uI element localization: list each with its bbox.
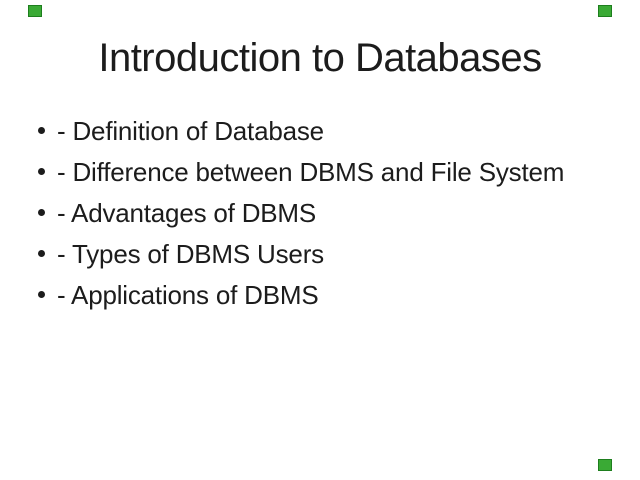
list-item: - Types of DBMS Users [38, 234, 630, 275]
bullet-text: - Applications of DBMS [57, 280, 319, 310]
bullet-icon [38, 168, 45, 175]
bullet-text: - Definition of Database [57, 116, 324, 146]
slide-title: Introduction to Databases [98, 36, 542, 80]
corner-accent-top-right [598, 5, 612, 17]
bullet-icon [38, 291, 45, 298]
list-item: - Applications of DBMS [38, 275, 630, 316]
list-item: - Definition of Database [38, 111, 630, 152]
list-item: - Advantages of DBMS [38, 193, 630, 234]
list-item: - Difference between DBMS and File Syste… [38, 152, 630, 193]
bullet-text: - Difference between DBMS and File Syste… [57, 157, 565, 187]
bullet-text: - Types of DBMS Users [57, 239, 324, 269]
bullet-icon [38, 209, 45, 216]
corner-accent-top-left [28, 5, 42, 17]
bullet-text: - Advantages of DBMS [57, 198, 317, 228]
bullet-icon [38, 250, 45, 257]
corner-accent-bottom-right [598, 459, 612, 471]
bullet-icon [38, 127, 45, 134]
bullet-list: - Definition of Database - Difference be… [0, 111, 640, 316]
